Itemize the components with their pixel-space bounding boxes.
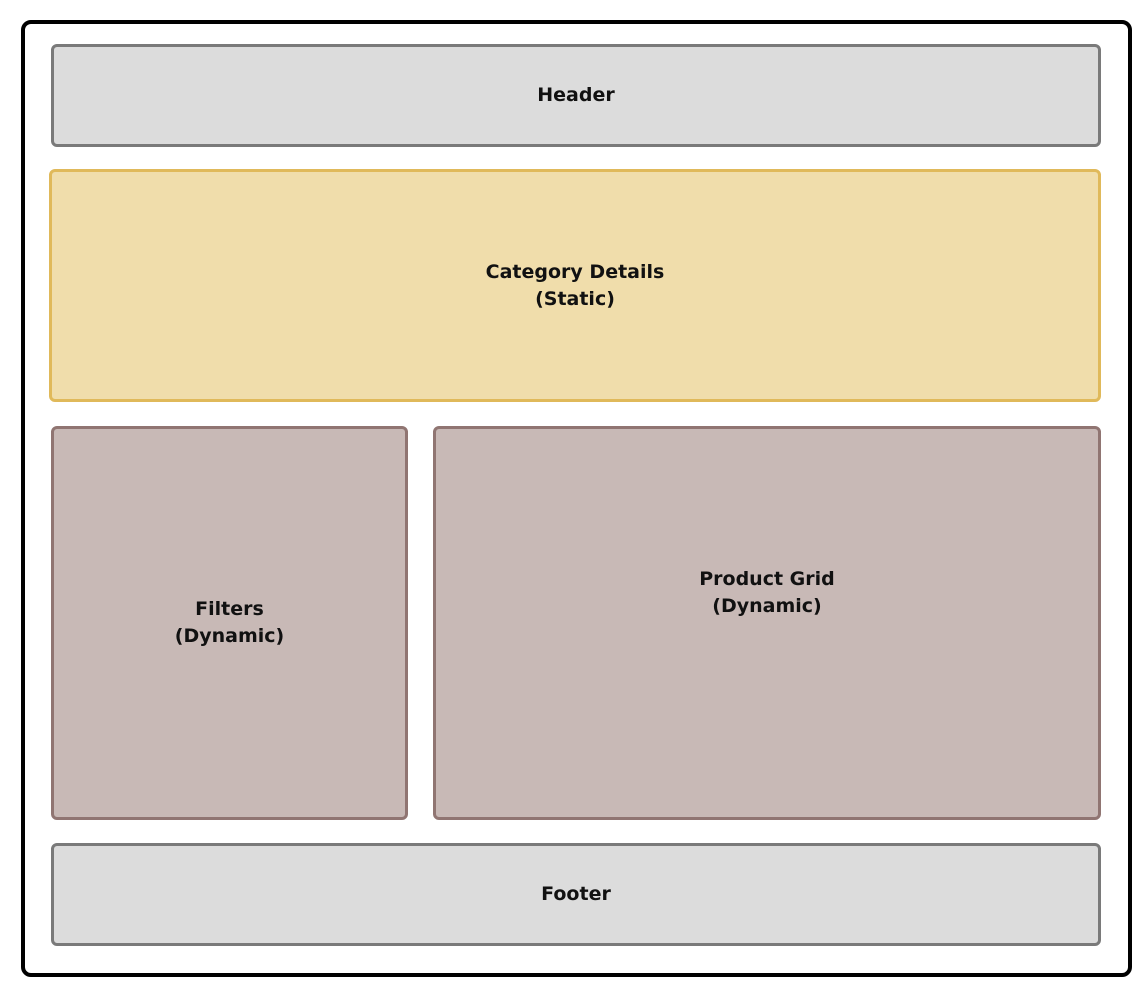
- category-details-section: Category Details (Static): [49, 169, 1101, 402]
- footer-section: Footer: [51, 843, 1101, 946]
- product-grid-label: Product Grid (Dynamic): [699, 568, 835, 617]
- footer-label: Footer: [541, 883, 611, 905]
- product-grid-section: Product Grid (Dynamic): [433, 426, 1101, 820]
- header-section: Header: [51, 44, 1101, 147]
- filters-label: Filters (Dynamic): [174, 598, 285, 647]
- header-label: Header: [537, 84, 615, 106]
- category-details-label: Category Details (Static): [485, 260, 665, 310]
- filters-section: Filters (Dynamic): [51, 426, 408, 820]
